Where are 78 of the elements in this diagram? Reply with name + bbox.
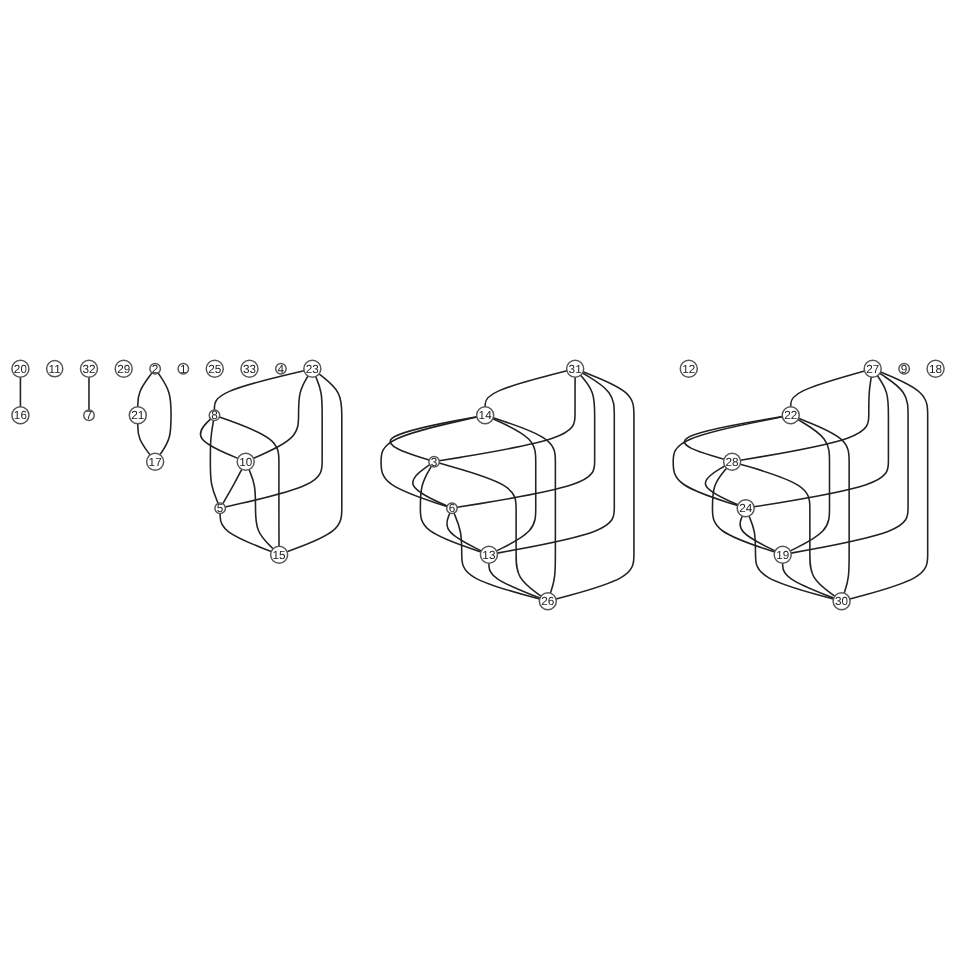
node-circle [145, 451, 165, 470]
node-circle [926, 358, 945, 377]
connector [849, 370, 929, 599]
node-circle [479, 544, 499, 563]
connector [790, 371, 909, 553]
connector [419, 464, 482, 552]
node-circle [128, 405, 148, 424]
connector [453, 511, 541, 599]
node-circle [773, 544, 792, 563]
node-circle [236, 451, 255, 470]
connector [137, 371, 153, 407]
connector [739, 462, 836, 596]
node-circle [722, 451, 742, 470]
node-circle [565, 358, 585, 377]
connector [739, 514, 776, 551]
node-circle [208, 408, 221, 421]
connector [88, 375, 90, 410]
node-circle [214, 501, 227, 514]
node-circle [177, 361, 190, 374]
node-circle [83, 408, 95, 421]
connector [252, 374, 309, 459]
connector [789, 417, 831, 551]
connector [209, 418, 219, 504]
connector [446, 511, 483, 551]
node-circle [11, 358, 30, 377]
connector [781, 561, 835, 598]
connector [488, 561, 541, 598]
node-circle [303, 358, 322, 377]
node-circle [240, 358, 259, 377]
node-circle [205, 358, 224, 377]
connector [456, 373, 596, 508]
node-circle [149, 361, 162, 374]
connector [789, 369, 866, 407]
node-circle [679, 358, 699, 377]
connector [748, 514, 835, 599]
connector [222, 467, 243, 504]
connector [492, 417, 537, 551]
node-circle [736, 498, 755, 517]
connector [672, 415, 784, 506]
node-circle [475, 405, 495, 424]
node-circle [781, 405, 800, 424]
connector [224, 374, 323, 507]
connector [137, 422, 151, 455]
connector [555, 370, 635, 599]
connector [683, 414, 784, 460]
connector [753, 374, 890, 507]
connector [484, 369, 568, 407]
connector [199, 417, 239, 459]
node-circle [863, 358, 882, 377]
node-circle [428, 454, 441, 467]
connector [711, 466, 776, 552]
node-circle [269, 544, 289, 563]
connector [704, 464, 739, 505]
node-circle [114, 358, 133, 377]
node-circle [79, 358, 99, 377]
connector [19, 375, 22, 407]
node-circle [898, 361, 911, 374]
connector [438, 461, 542, 596]
node-circle [11, 405, 30, 424]
node-circle [274, 361, 287, 374]
connector [286, 372, 343, 552]
connector [218, 415, 280, 546]
connector [797, 416, 850, 593]
connector [389, 415, 478, 460]
node-circle [832, 591, 851, 610]
connector [739, 375, 873, 461]
connector [157, 371, 172, 455]
node-circle [538, 591, 558, 610]
node-circle [445, 501, 458, 514]
connector [438, 375, 576, 461]
connector [496, 371, 616, 553]
connector [412, 462, 448, 506]
connector [213, 368, 305, 410]
connector [492, 416, 557, 593]
connector [248, 467, 274, 549]
connector [380, 415, 478, 507]
node-circle [45, 358, 64, 377]
connector [219, 511, 272, 552]
